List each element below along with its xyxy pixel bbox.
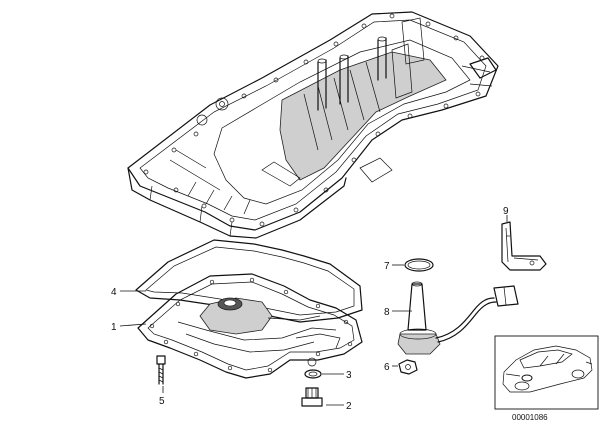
callout-3: 3 <box>346 370 352 381</box>
oil-pan-gasket <box>135 239 363 323</box>
o-ring <box>404 258 434 272</box>
drain-plug <box>301 387 323 407</box>
callout-9: 9 <box>503 206 509 217</box>
lower-oil-pan <box>137 273 363 379</box>
pan-bolt <box>156 355 166 385</box>
car-icon <box>502 345 593 393</box>
callout-8: 8 <box>384 307 390 318</box>
callout-2: 2 <box>346 401 352 412</box>
sealing-ring <box>304 369 322 379</box>
oil-level-sensor <box>397 281 519 355</box>
vehicle-locator-inset: 00001086 <box>494 335 599 422</box>
hex-nut <box>398 359 418 375</box>
upper-oil-pan-section <box>127 11 499 239</box>
callout-6: 6 <box>384 362 390 373</box>
callout-7: 7 <box>384 261 390 272</box>
document-id: 00001086 <box>512 413 548 422</box>
callout-labels: 1 2 3 4 5 6 7 8 9 <box>111 206 509 412</box>
callout-1: 1 <box>111 322 117 333</box>
leader-lines <box>119 215 508 406</box>
callout-4: 4 <box>111 287 117 298</box>
callout-5: 5 <box>159 396 165 407</box>
sensor-bracket <box>501 221 547 271</box>
